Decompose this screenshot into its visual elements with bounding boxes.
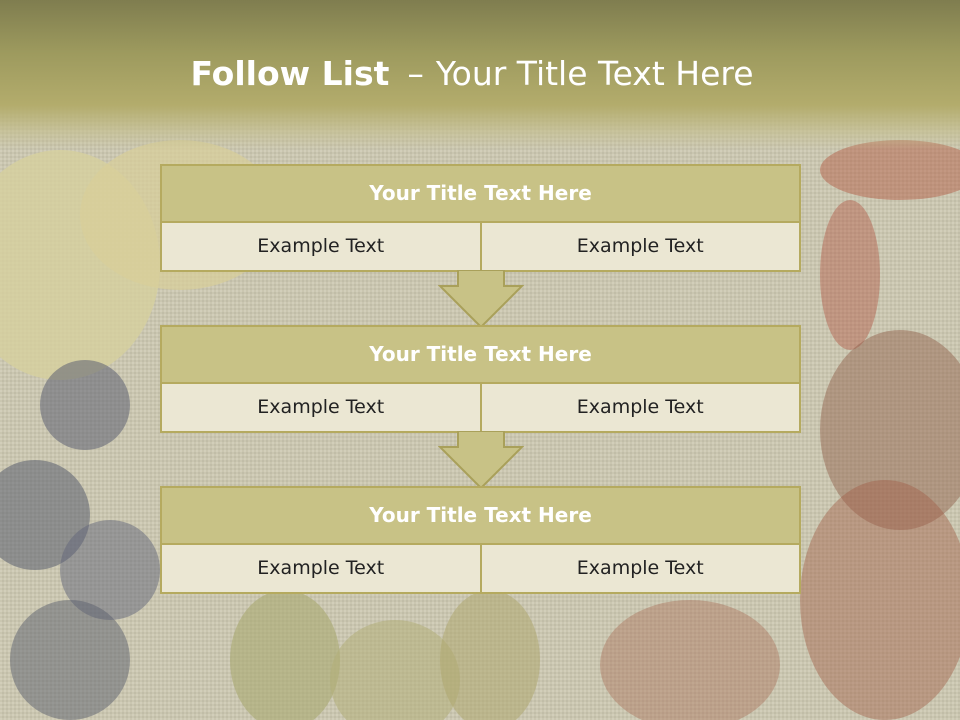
- step-box-3: Your Title Text Here Example Text Exampl…: [160, 486, 801, 594]
- step-cell-right: Example Text: [479, 545, 799, 592]
- step-cell-left: Example Text: [162, 384, 480, 431]
- step-cell-right: Example Text: [479, 223, 799, 270]
- step-cell-left: Example Text: [162, 545, 480, 592]
- header-band: [0, 0, 960, 150]
- slide-title-strong: Follow List: [190, 54, 390, 93]
- step-box-1: Your Title Text Here Example Text Exampl…: [160, 164, 801, 272]
- step-cell-left: Example Text: [162, 223, 480, 270]
- down-arrow-icon: [438, 431, 524, 489]
- step-title: Your Title Text Here: [162, 327, 799, 384]
- step-cell-right: Example Text: [479, 384, 799, 431]
- step-title: Your Title Text Here: [162, 166, 799, 223]
- down-arrow-icon: [438, 270, 524, 328]
- step-row: Example Text Example Text: [162, 545, 799, 592]
- step-row: Example Text Example Text: [162, 384, 799, 431]
- slide-title-dash: –: [407, 54, 424, 93]
- step-row: Example Text Example Text: [162, 223, 799, 270]
- step-title: Your Title Text Here: [162, 488, 799, 545]
- step-box-2: Your Title Text Here Example Text Exampl…: [160, 325, 801, 433]
- slide-title: Follow List–Your Title Text Here: [0, 54, 944, 93]
- slide-title-rest: Your Title Text Here: [435, 54, 754, 93]
